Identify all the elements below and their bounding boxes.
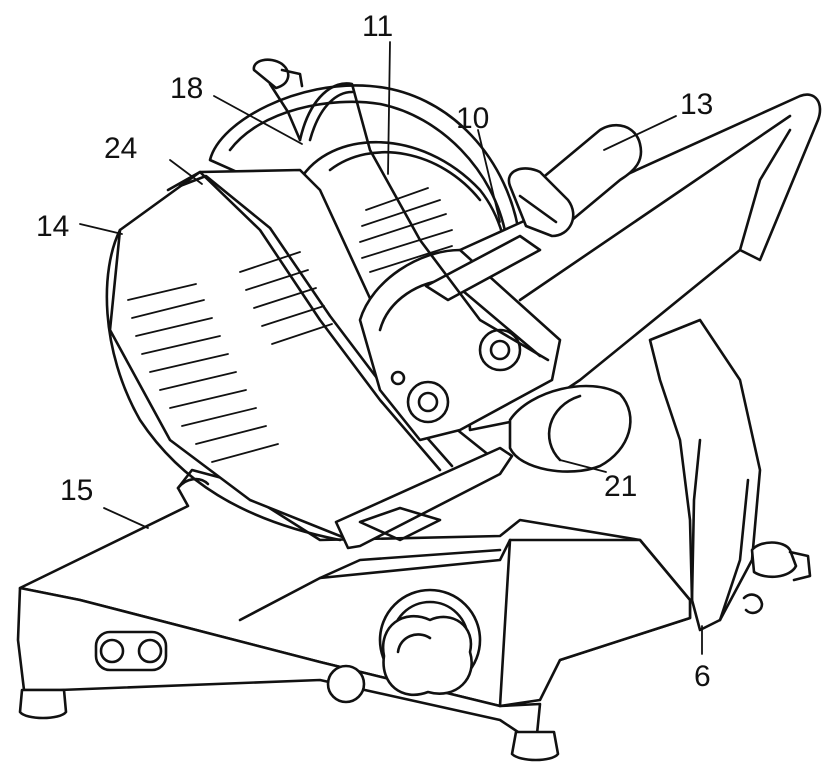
wire-guard (252, 58, 550, 362)
base-feet (18, 688, 560, 762)
food-carriage (105, 168, 492, 542)
front-controls (94, 588, 482, 704)
callout-14: 14 (36, 210, 69, 243)
callout-10: 10 (456, 102, 489, 135)
callout-13: 13 (680, 88, 713, 121)
callout-18: 18 (170, 72, 203, 105)
callout-labels: 11 18 10 13 24 14 21 15 6 (36, 10, 713, 693)
callout-24: 24 (104, 132, 137, 165)
clamp-frame (358, 234, 562, 442)
thickness-handle (507, 123, 643, 238)
leader-lines (79, 41, 703, 655)
support-column (648, 318, 812, 632)
callout-11: 11 (362, 10, 393, 43)
callout-21: 21 (604, 470, 637, 503)
slide-plate (334, 446, 514, 550)
base-housing (16, 468, 692, 746)
callout-15: 15 (60, 474, 93, 507)
callout-6: 6 (694, 660, 711, 693)
